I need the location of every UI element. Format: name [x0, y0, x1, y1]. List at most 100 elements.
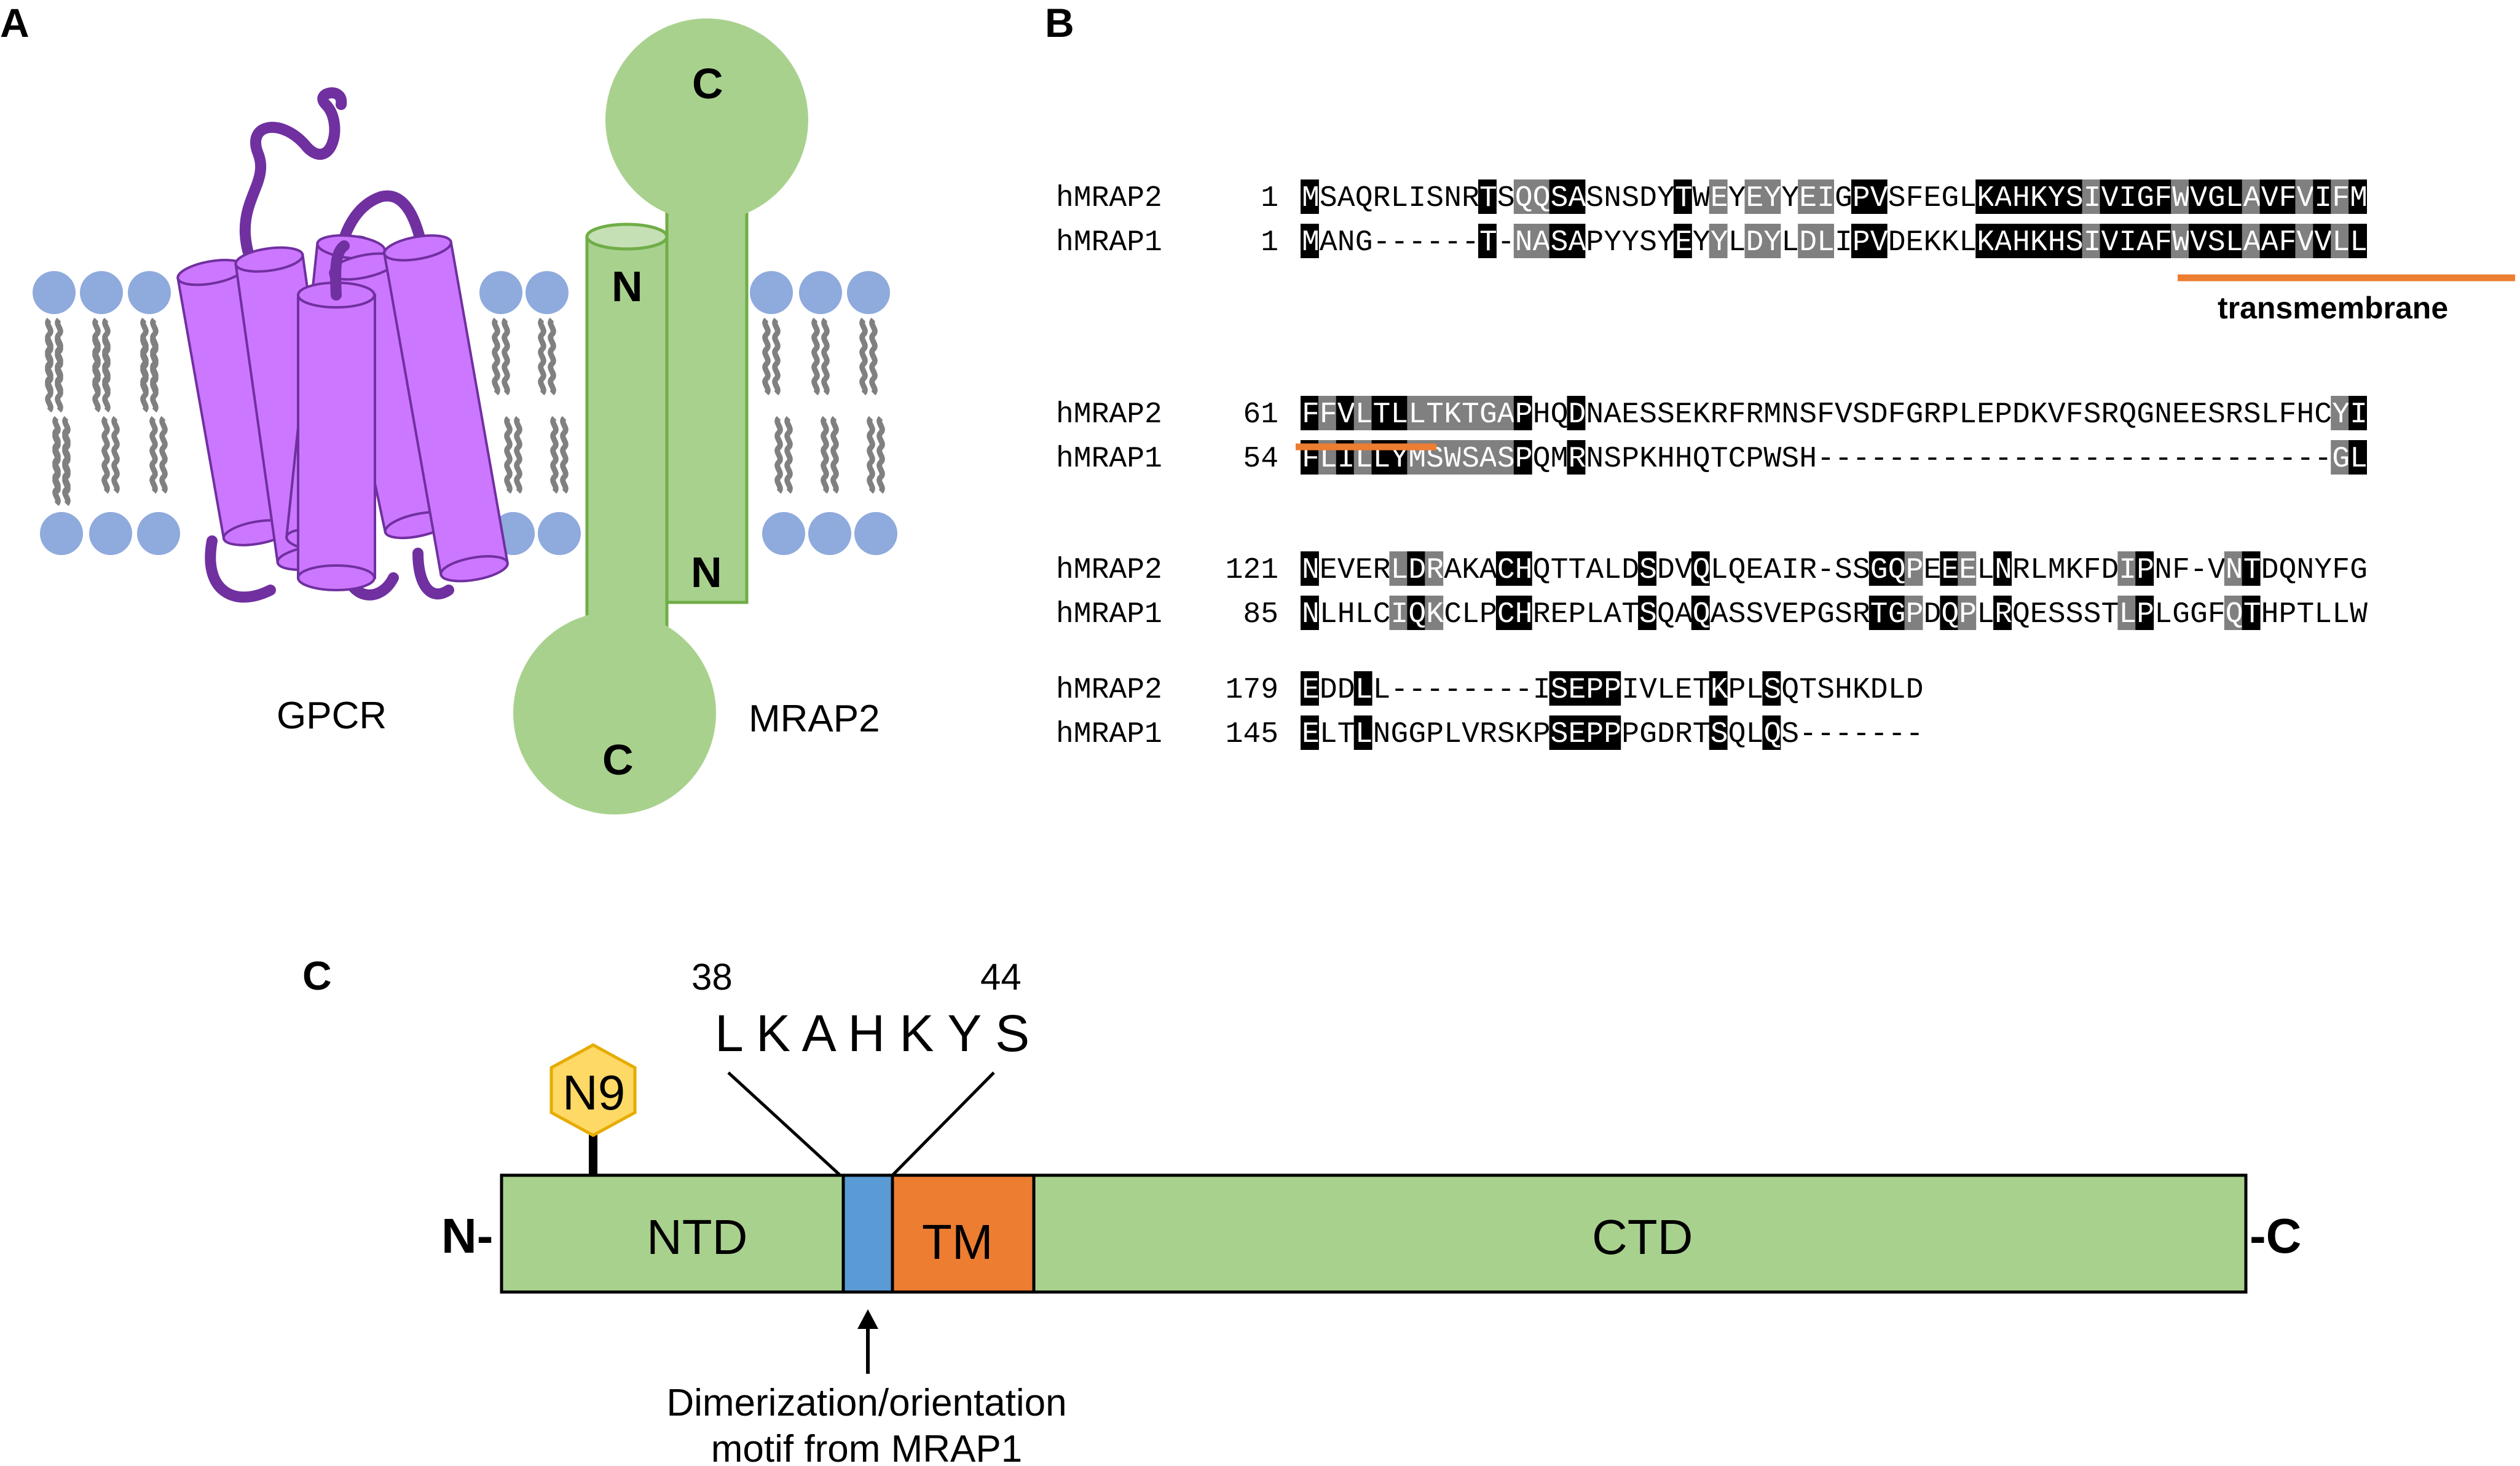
residue: -	[2012, 443, 2030, 476]
residue-shade	[1301, 551, 1319, 586]
residue: A	[1337, 182, 1355, 215]
residue: E	[1977, 398, 1994, 432]
residue: A	[2136, 226, 2154, 259]
residue-shade	[2046, 179, 2065, 214]
residue: A	[2243, 182, 2261, 215]
residue-shade	[2295, 224, 2314, 258]
residue: F	[2332, 554, 2350, 587]
residue: Q	[1763, 718, 1781, 751]
residue: T	[1693, 718, 1711, 751]
residue: G	[1870, 554, 1888, 587]
residue: H	[2261, 598, 2279, 631]
residue: A	[1569, 182, 1586, 215]
residue-shade	[1407, 396, 1426, 430]
residue: P	[1906, 554, 1924, 587]
residue: S	[1551, 718, 1569, 751]
residue-shade	[1798, 179, 1817, 214]
residue: S	[2084, 398, 2101, 432]
residue: S	[1551, 226, 1569, 259]
residue: -	[2066, 443, 2084, 476]
residue: P	[1621, 718, 1639, 751]
seq-row-name: hMRAP2	[1056, 554, 1162, 587]
residue: -	[2261, 443, 2279, 476]
residue-shade	[1993, 551, 2012, 586]
residue: H	[1533, 398, 1551, 432]
residue: K	[2030, 226, 2048, 259]
residue: S	[1551, 674, 1569, 707]
residue-shade	[1868, 596, 1888, 630]
residue-shade	[1816, 179, 1834, 214]
residue: N	[1515, 226, 1533, 259]
residue: -	[1444, 674, 1462, 707]
residue-shade	[2277, 224, 2296, 258]
residue: S	[1657, 398, 1675, 432]
residue: -	[2190, 554, 2208, 587]
residue-shade	[2153, 179, 2172, 214]
residue: L	[1977, 598, 1994, 631]
residue: E	[1621, 398, 1639, 432]
residue-shade	[1975, 179, 1994, 214]
residue: L	[2154, 598, 2172, 631]
residue: W	[1763, 443, 1781, 476]
residue: L	[2332, 226, 2350, 259]
residue-shade	[2277, 179, 2296, 214]
residue: V	[2101, 226, 2119, 259]
mrap2-protomer-bottom-c: N C	[513, 223, 716, 814]
seq-row-start: 61	[1243, 398, 1278, 432]
residue: P	[1994, 398, 2012, 432]
residue-shade	[1353, 671, 1372, 706]
residue: S	[1639, 226, 1657, 259]
residue: L	[2314, 598, 2332, 631]
residue: F	[1817, 398, 1835, 432]
residue-shade	[1886, 551, 1905, 586]
residue: D	[1657, 554, 1675, 587]
residue: A	[1763, 554, 1781, 587]
residue: -	[2243, 443, 2261, 476]
residue-shade	[1691, 551, 1710, 586]
residue: V	[1835, 398, 1853, 432]
residue-shade	[2171, 224, 2189, 258]
residue: -	[1515, 674, 1533, 707]
residue: P	[1728, 674, 1746, 707]
residue: T	[1462, 398, 1479, 432]
residue: F	[2172, 554, 2190, 587]
residue-shade	[1495, 396, 1514, 430]
residue-shade	[2171, 179, 2189, 214]
residue-shade	[1478, 179, 1497, 214]
residue-shade	[1709, 179, 1728, 214]
residue: R	[1994, 598, 2012, 631]
residue-shade	[1478, 440, 1497, 475]
residue: F	[2084, 554, 2101, 587]
residue: T	[1373, 398, 1391, 432]
residue-shade	[2331, 179, 2350, 214]
residue: A	[2261, 226, 2279, 259]
residue: E	[1799, 182, 1817, 215]
residue: V	[2314, 226, 2332, 259]
residue: S	[2048, 598, 2066, 631]
residue: T	[1870, 598, 1888, 631]
residue: S	[1621, 182, 1639, 215]
residue: Y	[1711, 226, 1728, 259]
residue-shade	[1513, 179, 1532, 214]
residue: S	[1835, 554, 1853, 587]
residue: -	[2296, 443, 2314, 476]
residue: R	[1462, 182, 1479, 215]
residue: P	[1426, 718, 1444, 751]
residue: -	[1799, 718, 1817, 751]
residue: R	[1853, 598, 1870, 631]
residue: -	[1391, 226, 1409, 259]
residue: S	[1853, 554, 1870, 587]
residue: Q	[1781, 674, 1799, 707]
panel-b-letter: B	[1045, 0, 1074, 45]
residue: K	[1693, 398, 1711, 432]
residue: Y	[1763, 182, 1781, 215]
residue: D	[1870, 674, 1888, 707]
residue: D	[2012, 398, 2030, 432]
residue: F	[2279, 182, 2297, 215]
seq-row-name: hMRAP2	[1056, 398, 1162, 432]
residue: L	[1781, 226, 1799, 259]
residue: L	[2226, 226, 2243, 259]
residue: I	[1408, 182, 1426, 215]
residue: -	[1462, 674, 1479, 707]
residue: V	[1462, 718, 1479, 751]
